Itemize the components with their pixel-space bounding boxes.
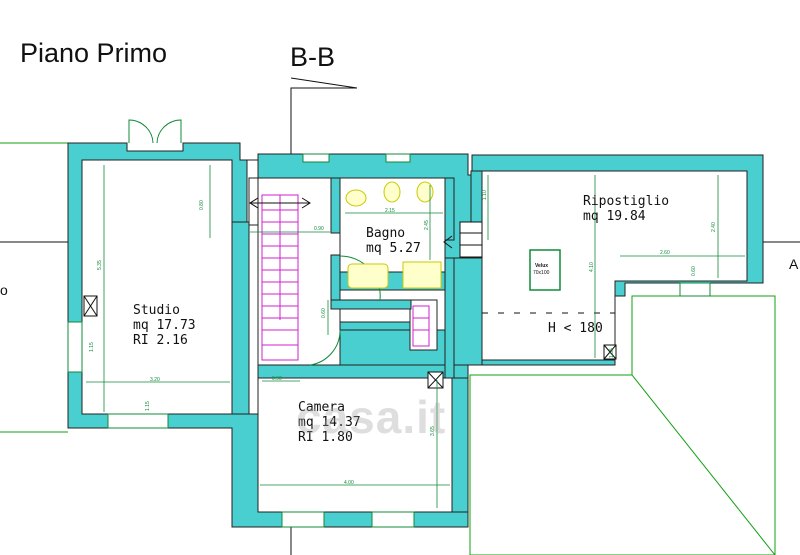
dim-camera-door: 0.90 xyxy=(272,376,282,382)
velux-label: Velux xyxy=(535,263,549,269)
shafts xyxy=(83,295,617,389)
plan-title: Piano Primo xyxy=(20,38,168,68)
room-studio-ri: RI 2.16 xyxy=(133,333,188,348)
room-studio-area: mq 17.73 xyxy=(133,318,196,333)
room-ripostiglio: Ripostiglio mq 19.84 xyxy=(583,194,669,224)
windows xyxy=(67,153,711,528)
height-limit-note: H < 180 xyxy=(548,321,603,336)
dim-rip-bottom: 1.55 xyxy=(609,348,615,358)
bathroom-fixtures xyxy=(345,181,442,289)
room-ripostiglio-name: Ripostiglio xyxy=(583,194,670,209)
dim-studio-width: 3.20 xyxy=(150,377,160,383)
room-ripostiglio-area: mq 19.84 xyxy=(583,209,646,224)
room-bagno-name: Bagno xyxy=(366,226,406,241)
dim-studio-side-window: 1.15 xyxy=(89,342,95,352)
room-camera-ri: RI 1.80 xyxy=(298,430,353,445)
dim-studio-window: 0.80 xyxy=(199,200,205,210)
stair-arrow xyxy=(249,197,311,209)
partitions xyxy=(231,170,483,513)
dim-rip-window-small: 0.60 xyxy=(691,266,697,276)
dim-rip-window: 1.10 xyxy=(482,190,488,200)
dimension-lines xyxy=(86,165,745,508)
room-camera-area: mq 14.37 xyxy=(298,415,361,430)
stairs xyxy=(261,194,430,361)
watermark: casa.it xyxy=(296,391,447,443)
room-bagno-area: mq 5.27 xyxy=(366,241,421,256)
dim-corridor-width: 0.90 xyxy=(314,226,324,232)
room-studio-name: Studio xyxy=(133,303,180,318)
entrance-symbol xyxy=(443,221,483,258)
dim-rip-width: 2.60 xyxy=(660,250,670,256)
dim-rip-right: 2.40 xyxy=(711,222,717,232)
velux-size: 70x100 xyxy=(533,270,550,276)
dim-bagno-depth: 2.45 xyxy=(424,220,430,230)
room-studio: Studio mq 17.73 RI 2.16 xyxy=(133,303,196,348)
dim-camera-width: 4.00 xyxy=(344,480,354,486)
dim-bagno-door: 0.60 xyxy=(321,308,327,318)
edge-label-right: A xyxy=(789,256,799,272)
room-camera: Camera mq 14.37 RI 1.80 xyxy=(298,400,361,445)
room-bagno: Bagno mq 5.27 xyxy=(366,226,421,256)
section-label: B-B xyxy=(290,42,336,72)
dim-studio-bottom-window: 1.15 xyxy=(145,401,151,411)
dim-studio-depth: 5.35 xyxy=(97,260,103,270)
dim-bagno-width: 2.15 xyxy=(385,208,395,214)
edge-label-left: o xyxy=(0,282,8,298)
adjacent-outline xyxy=(0,142,68,433)
room-camera-name: Camera xyxy=(298,400,345,415)
velux-frame xyxy=(529,249,561,291)
dim-rip-depth: 4.10 xyxy=(589,262,595,272)
